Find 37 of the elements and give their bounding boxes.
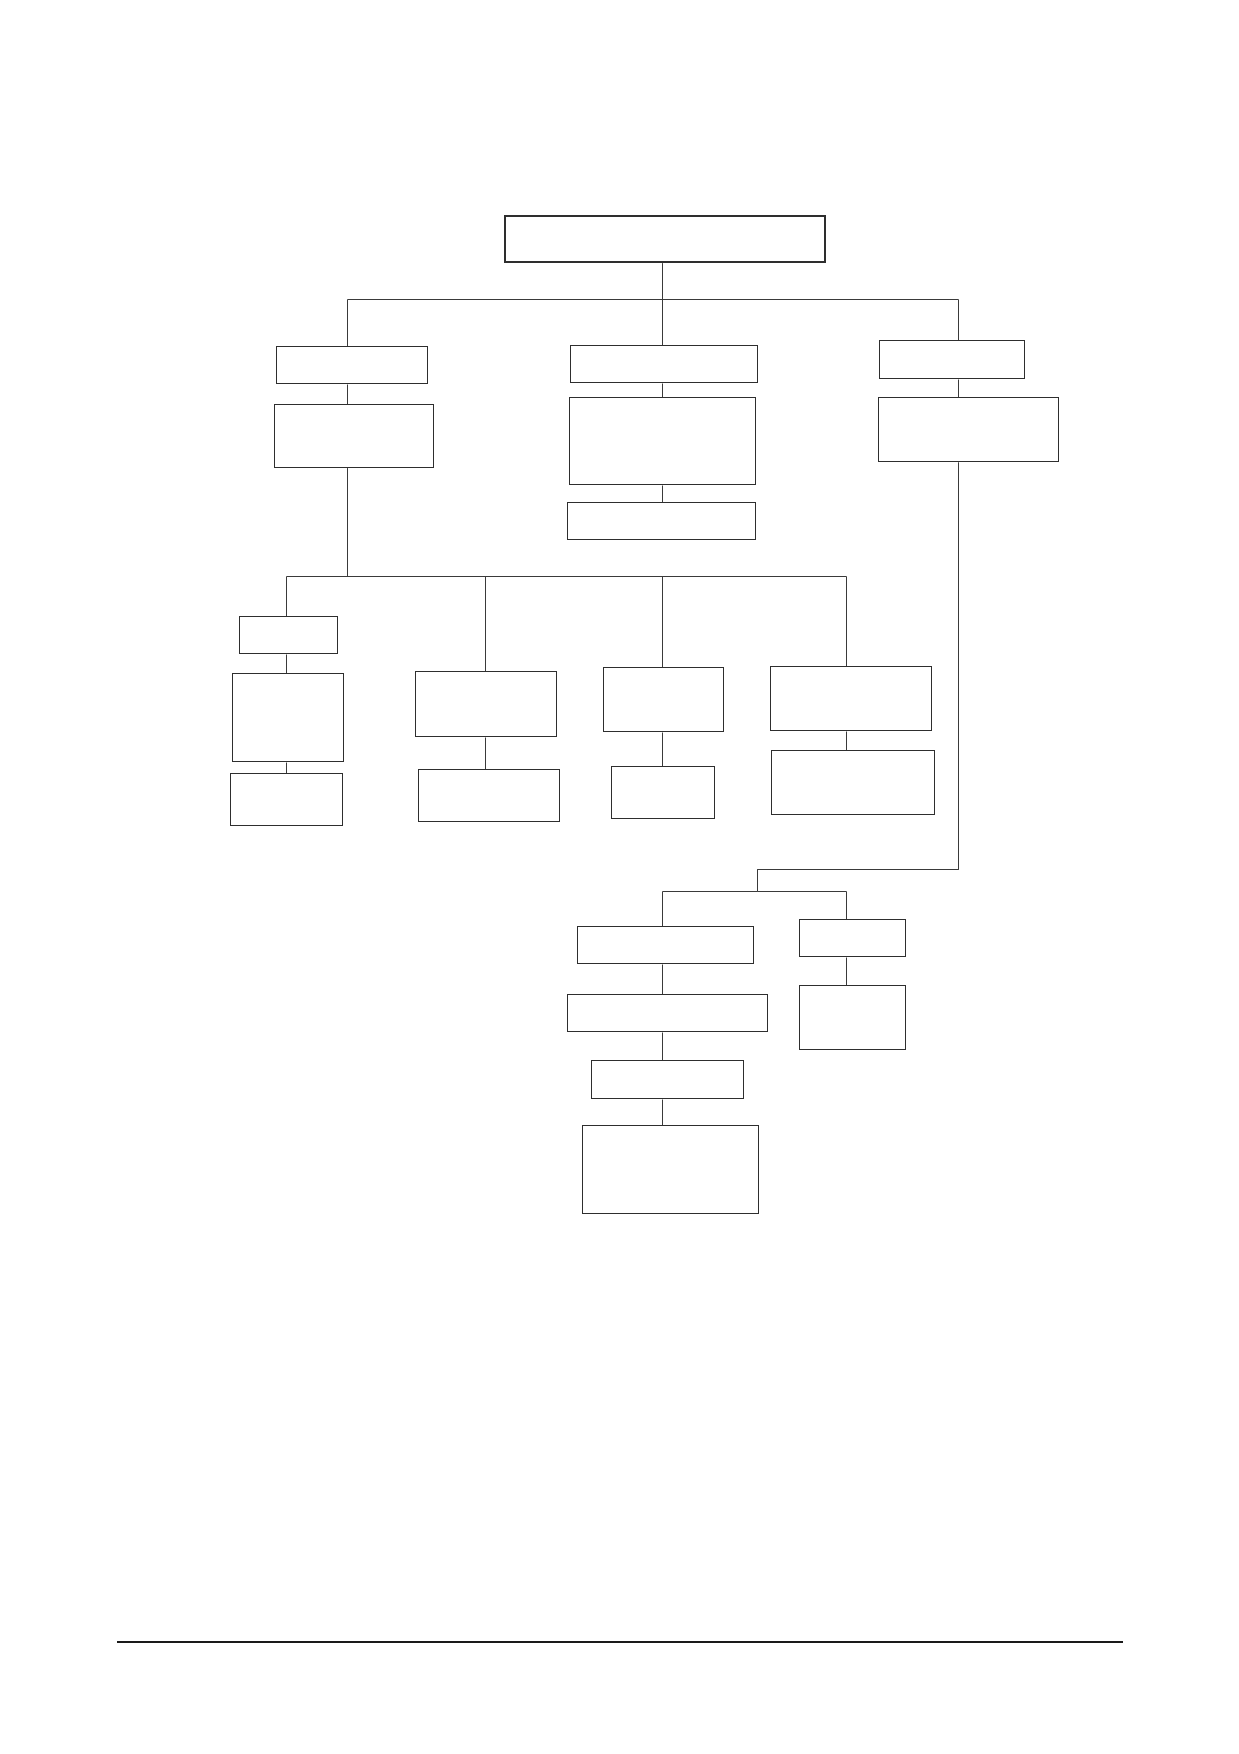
empty-box — [611, 766, 715, 819]
empty-box — [418, 769, 560, 822]
connector-line — [958, 379, 959, 398]
connector-line — [662, 732, 663, 767]
empty-box — [577, 926, 754, 964]
empty-box — [799, 985, 906, 1050]
empty-box — [878, 397, 1059, 462]
empty-box — [230, 773, 343, 826]
connector-line — [846, 957, 847, 986]
empty-box — [274, 404, 434, 468]
empty-box — [879, 340, 1025, 379]
empty-box — [415, 671, 557, 737]
connector-line — [662, 1032, 663, 1061]
empty-box — [591, 1060, 744, 1099]
empty-box — [770, 666, 932, 731]
connector-line — [662, 1099, 663, 1126]
empty-box — [567, 502, 756, 540]
connector-line — [286, 762, 287, 774]
connector-line — [846, 731, 847, 751]
connector-line — [286, 654, 287, 674]
connector-line — [485, 737, 486, 770]
connector-line — [662, 263, 959, 341]
connector-line — [347, 384, 348, 405]
empty-box — [799, 919, 906, 957]
empty-box — [570, 345, 758, 383]
empty-box — [771, 750, 935, 815]
connector-line — [662, 964, 663, 995]
empty-box — [276, 346, 428, 384]
empty-box — [567, 994, 768, 1032]
empty-box — [569, 397, 756, 485]
empty-box — [239, 616, 338, 654]
empty-box — [232, 673, 344, 762]
empty-box — [582, 1125, 759, 1214]
connector-line — [662, 485, 663, 503]
connector-line — [662, 383, 663, 398]
empty-box — [504, 215, 826, 263]
empty-box — [603, 667, 724, 732]
